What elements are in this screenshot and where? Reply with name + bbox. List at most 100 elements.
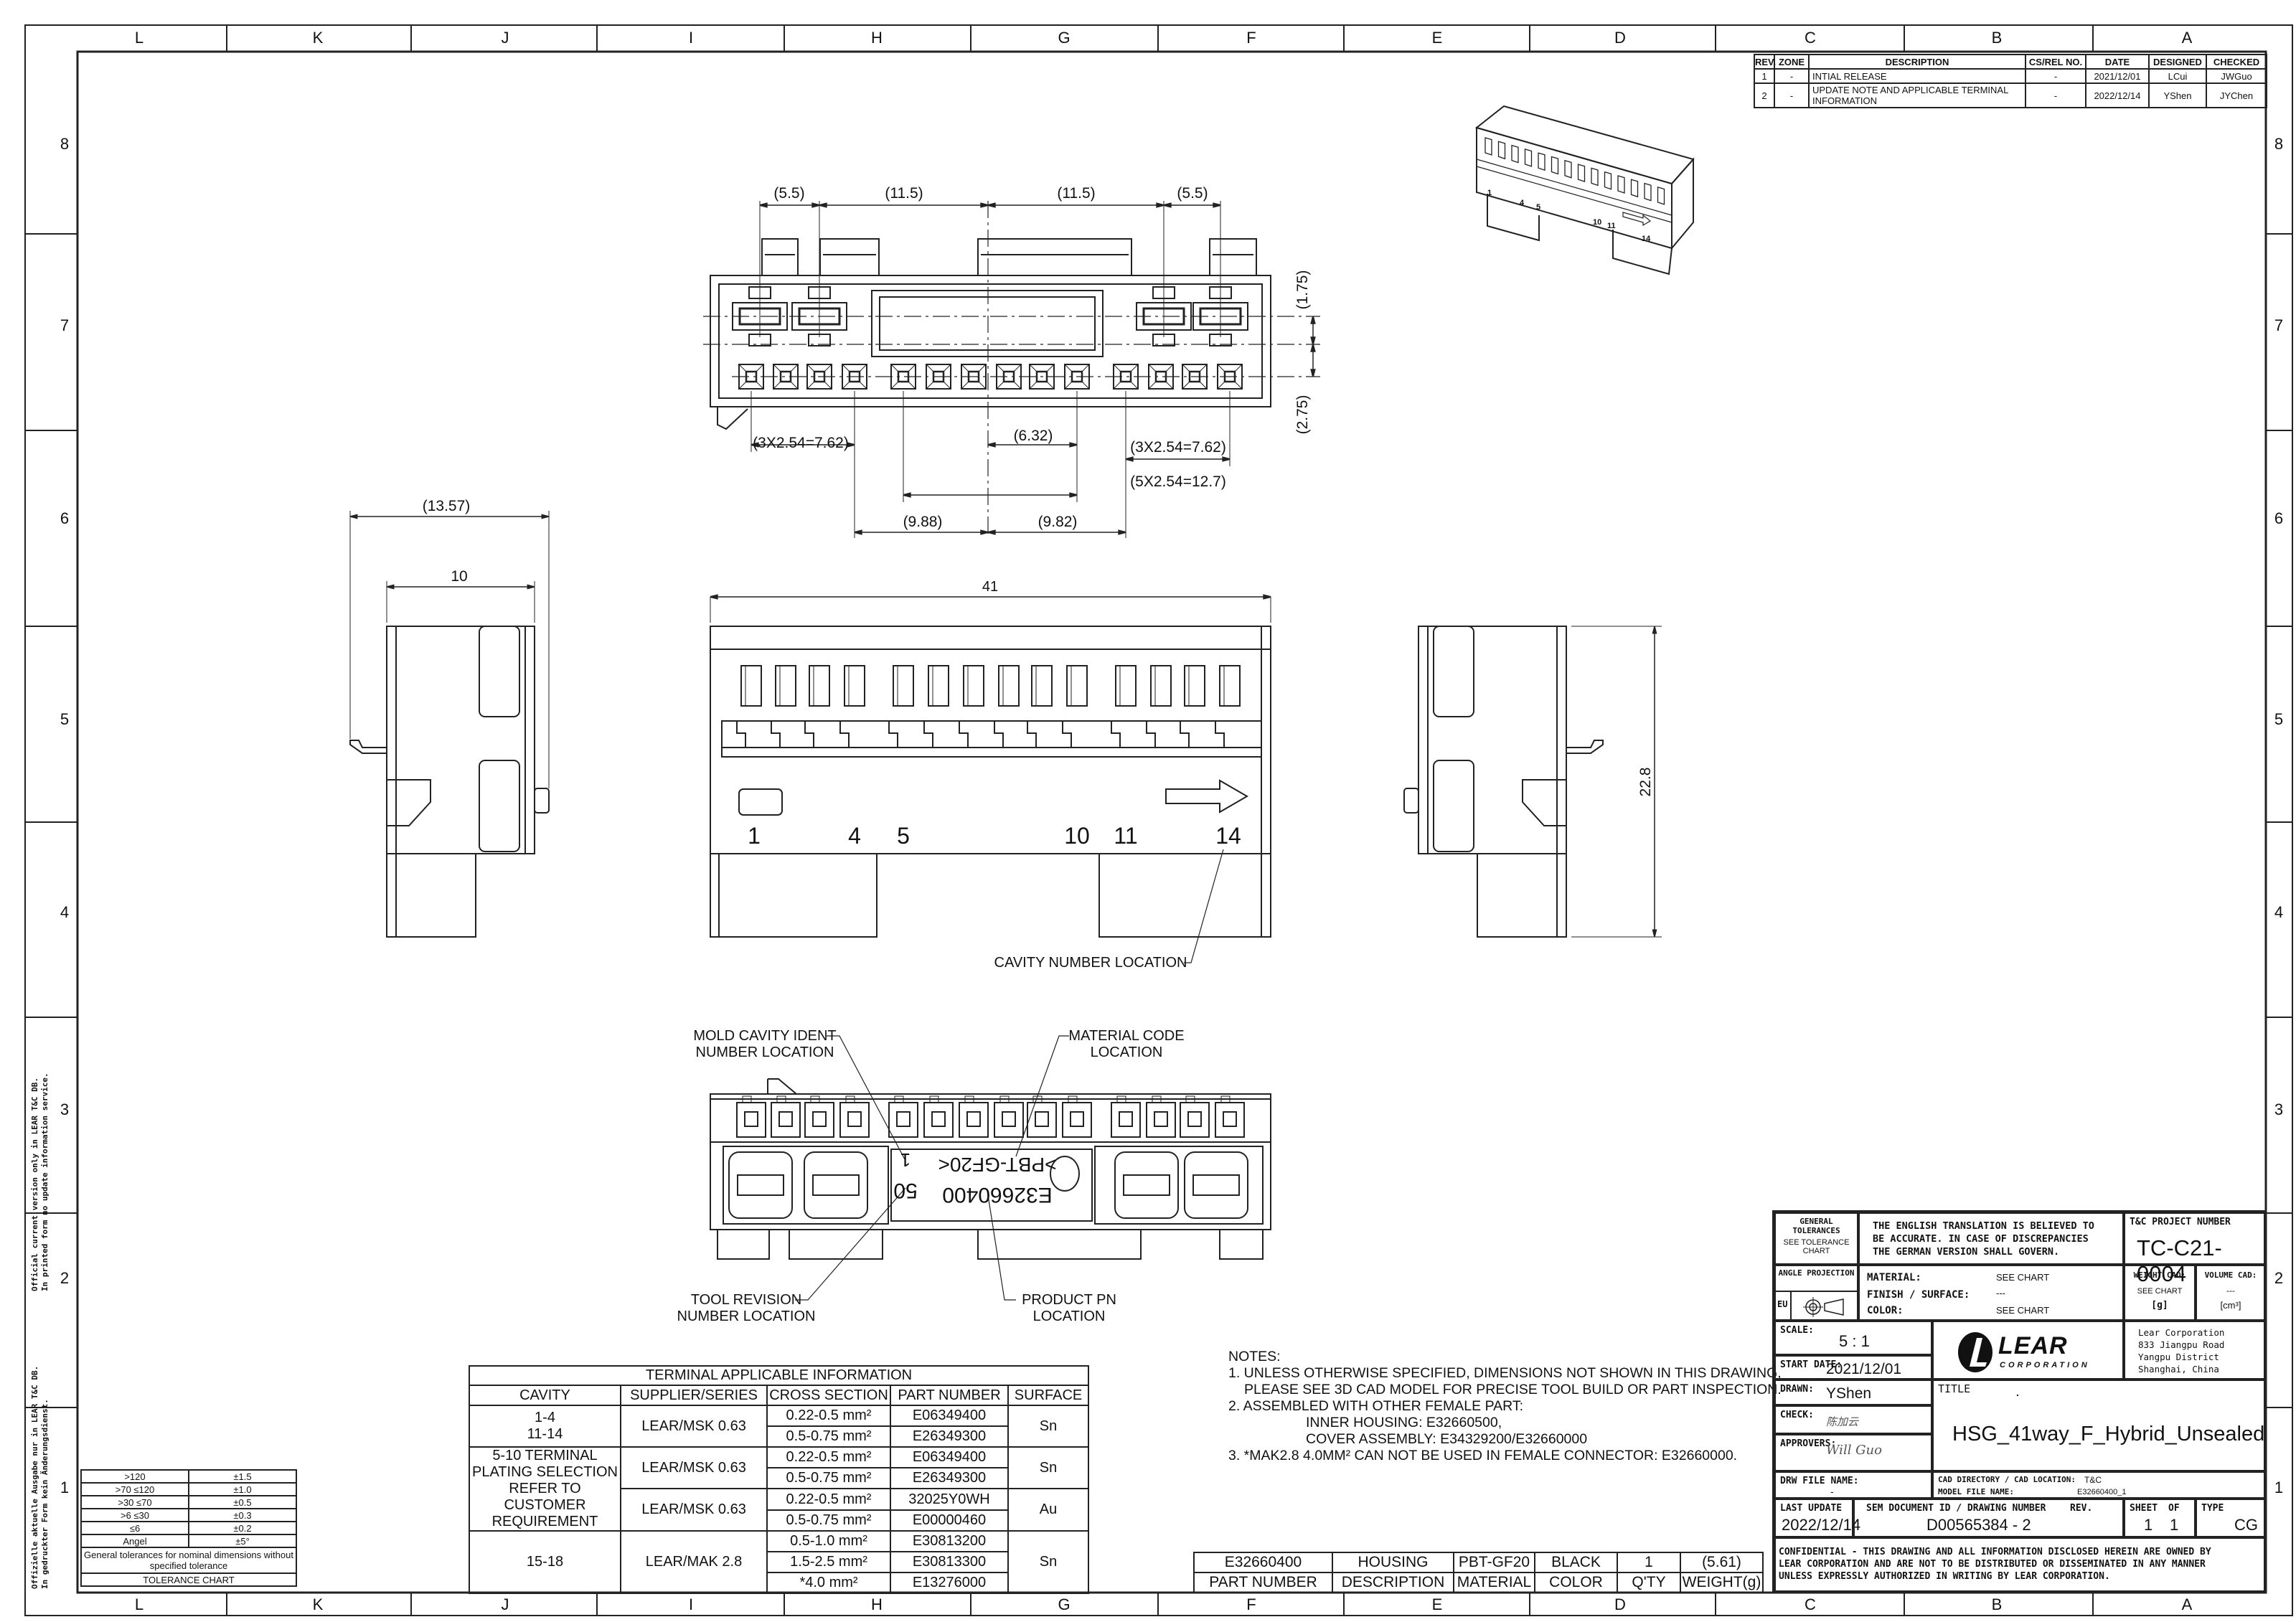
zone-row-label: 5 <box>2274 710 2283 728</box>
dimension-arrow <box>1652 929 1657 938</box>
terminal-slot <box>1150 665 1172 707</box>
cavity-chamfer <box>996 381 1004 390</box>
drawn-label: DRAWN: <box>1780 1384 1814 1395</box>
cavity-latch <box>742 1095 752 1103</box>
rail-tooth <box>959 721 969 748</box>
zone-cell: - <box>1774 82 1810 108</box>
callout-leader <box>987 1190 1016 1301</box>
confidentiality-notice: CONFIDENTIAL - THIS DRAWING AND ALL INFO… <box>1774 1537 2266 1593</box>
cavity-chamfer <box>1165 381 1174 390</box>
zone-row-label: 4 <box>60 903 69 921</box>
cavity <box>1215 1102 1245 1138</box>
type-cell: TYPE CG <box>2196 1499 2266 1537</box>
iso-leg <box>1612 230 1672 275</box>
lear-logo: LEAR CORPORATION <box>1932 1321 2124 1380</box>
csrel-cell: - <box>2025 68 2086 84</box>
dimension-arrow <box>980 529 989 535</box>
iso-cavity-number: 11 <box>1607 222 1616 230</box>
check-label: CHECK: <box>1780 1410 1814 1420</box>
cavity-chamfer <box>1046 381 1055 390</box>
text-line: Shanghai, China <box>2138 1364 2219 1375</box>
power-cavity-window <box>1123 1174 1170 1196</box>
cavity <box>994 1102 1024 1138</box>
weight-header: WEIGHT(g) <box>1680 1572 1764 1593</box>
latch-tab <box>977 238 1132 276</box>
weight-cell: WEIGHT CAD: SEE CHART [g] <box>2124 1265 2196 1321</box>
center-window <box>871 290 1104 357</box>
power-cavity <box>804 1151 868 1219</box>
cavity-number-11: 11 <box>1114 823 1137 849</box>
start-date: 2021/12/01 <box>1826 1361 1902 1377</box>
cavity-number-5: 5 <box>897 823 910 849</box>
dimension-arrow <box>1213 202 1221 208</box>
cross-section-cell: 0.22-0.5 mm² <box>766 1405 891 1427</box>
tolerance-cell: ±0.5 <box>188 1495 297 1509</box>
emboss-part-number: E32660400 <box>942 1183 1053 1207</box>
description-cell: UPDATE NOTE AND APPLICABLE TERMINAL INFO… <box>1808 82 2026 108</box>
cavity-chamfer <box>842 381 850 390</box>
finish-value: --- <box>1996 1288 2005 1298</box>
text-line: BE ACCURATE. IN CASE OF DISCREPANCIES <box>1873 1233 2089 1245</box>
weight-unit: [g] <box>2151 1300 2168 1311</box>
cavity <box>736 1102 766 1138</box>
dimension-arrow <box>1652 626 1657 634</box>
callout-material-code: MATERIAL CODE <box>1068 1028 1184 1044</box>
dimension-arrow <box>349 514 358 519</box>
iso-direction-arrow-icon <box>1622 212 1652 227</box>
cavity-inner <box>966 1111 981 1127</box>
cavity-chamfer <box>943 364 951 372</box>
angle-projection-label: ANGLE PROJECTION <box>1778 1268 1855 1278</box>
dim-body-depth: 10 <box>451 568 467 585</box>
cavity-chamfer <box>824 364 832 372</box>
cavity-number-4: 4 <box>848 823 861 849</box>
text-line: PLATING SELECTION <box>471 1464 618 1480</box>
color-label: COLOR: <box>1867 1305 1904 1316</box>
cavity-inner <box>931 1111 946 1127</box>
iso-cavity-number: 14 <box>1642 235 1651 243</box>
cavity <box>771 1102 801 1138</box>
cavity-inner <box>1187 1111 1202 1127</box>
part-number-cell: E26349300 <box>890 1467 1009 1489</box>
iso-cavity-number: 5 <box>1536 203 1540 212</box>
drw-file-value: - <box>1830 1486 1834 1497</box>
rail-tooth <box>804 721 814 748</box>
iso-slot <box>1644 182 1652 202</box>
side-view-labels: (13.57) 10 22.8 <box>423 498 1654 796</box>
project-number: TC-C21-0004 <box>2137 1235 2222 1286</box>
terminal-slot <box>775 665 796 707</box>
dimension-arrow <box>1310 336 1316 345</box>
cavity-inner <box>1070 1111 1084 1127</box>
start-date-cell: START DATE: 2021/12/01 <box>1774 1355 1932 1380</box>
zone-column-label: E <box>1432 29 1443 47</box>
rev-cell: 1 <box>1754 68 1775 84</box>
revision-table: REV. ZONE DESCRIPTION CS/REL NO. DATE DE… <box>1754 54 2267 108</box>
cavity-chamfer <box>890 381 899 390</box>
dimension-arrow <box>1069 492 1078 498</box>
cavity-chamfer <box>1130 364 1139 372</box>
terminal-slot <box>963 665 984 707</box>
cavity-chamfer <box>859 364 867 372</box>
side-note-german: Offizielle aktuelle Ausgabe nur in LEAR … <box>30 1366 50 1589</box>
cavity-chamfer <box>1029 381 1038 390</box>
bottom-view <box>710 1035 1271 1301</box>
surface-cell: Sn <box>1007 1405 1090 1448</box>
top-view <box>703 201 1320 538</box>
zone-column-label: I <box>689 1595 693 1613</box>
side-note-de-line2: In gedruckter Form kein Änderungsdienst. <box>40 1399 50 1589</box>
designed-header: DESIGNED <box>2148 54 2207 70</box>
side-peg <box>534 788 550 814</box>
title-dot: . <box>2016 1387 2019 1398</box>
cavity-number-1: 1 <box>748 823 761 849</box>
cavity-latch <box>964 1095 974 1103</box>
dimension-arrow <box>1118 529 1126 535</box>
designed-cell: LCui <box>2148 68 2207 84</box>
general-tolerances-value: SEE TOLERANCE CHART <box>1783 1238 1850 1255</box>
range-cell: >30 ≤70 <box>80 1495 189 1509</box>
iso-slot <box>1485 137 1492 156</box>
latch-hook <box>767 1078 797 1095</box>
dimension-arrow <box>1156 202 1165 208</box>
text-line: LEAR CORPORATION AND ARE NOT TO BE DISTR… <box>1779 1559 2206 1570</box>
first-angle-projection-icon <box>1803 1297 1844 1317</box>
left-side-view <box>349 626 550 938</box>
